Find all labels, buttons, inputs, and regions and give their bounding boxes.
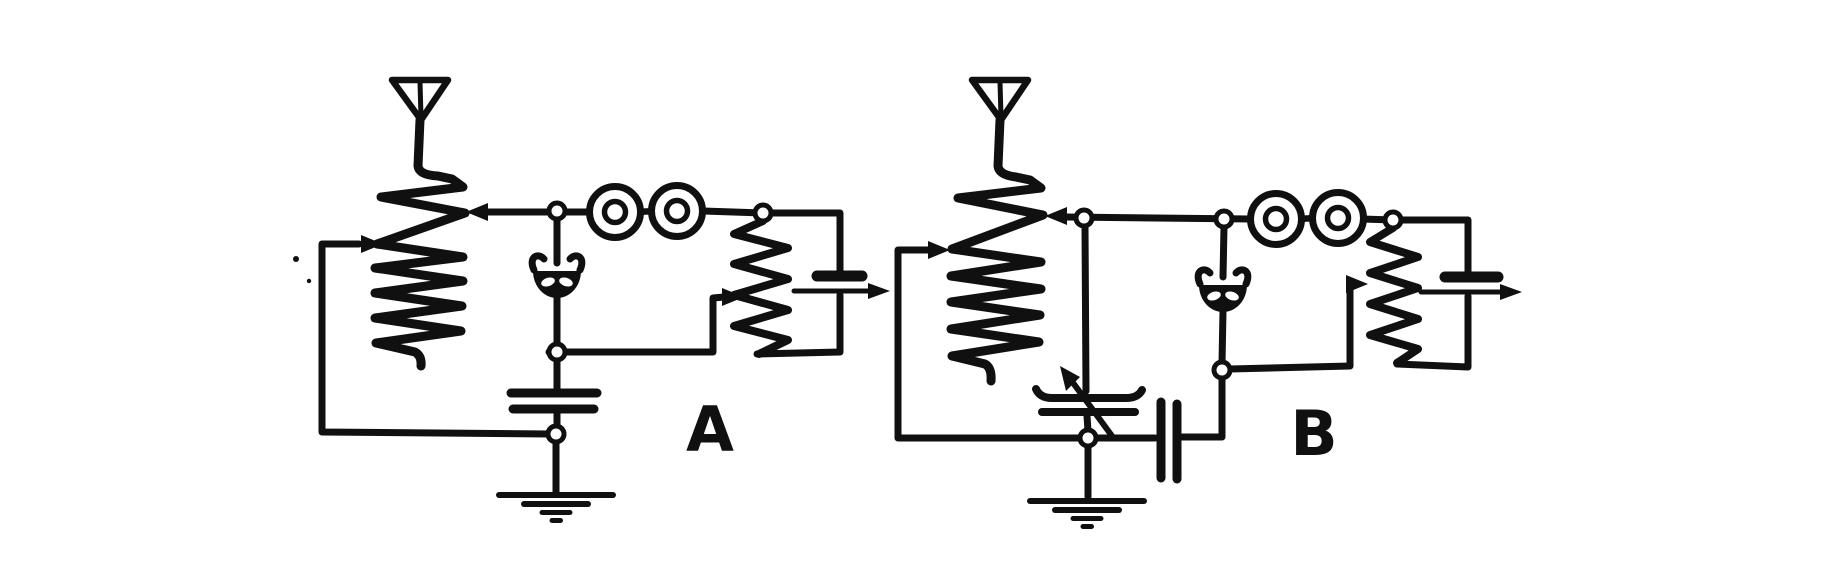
- battery-icon: [1418, 271, 1522, 300]
- headphones-icon: [1251, 193, 1364, 245]
- antenna-icon: [392, 80, 448, 120]
- circuit-b-label: B: [1290, 397, 1337, 470]
- wiring: [894, 213, 1472, 501]
- potentiometer: [1346, 224, 1422, 367]
- headphones-icon: [590, 186, 703, 238]
- fixed-capacitor-icon: [506, 388, 602, 414]
- circuit-a-label: A: [686, 393, 734, 466]
- potentiometer-tap-arrow-icon: [1346, 275, 1368, 293]
- potentiometer: [722, 217, 792, 358]
- antenna-icon: [972, 80, 1028, 120]
- coil-top-tap-arrow-icon: [1045, 207, 1067, 225]
- tuning-coil: [946, 115, 1048, 386]
- tuning-coil: [370, 115, 470, 371]
- circuit-a: A: [293, 80, 890, 521]
- circuit-b: B: [894, 80, 1522, 527]
- ink-specks: [293, 256, 312, 284]
- wiring: [318, 207, 844, 496]
- coil-left-tap-arrow-icon: [928, 241, 950, 259]
- ground-icon: [1030, 501, 1144, 527]
- coil-left-tap-arrow-icon: [361, 235, 383, 253]
- potentiometer-tap-arrow-icon: [722, 288, 744, 306]
- coil-top-tap-arrow-icon: [466, 203, 488, 221]
- ground-icon: [499, 495, 613, 521]
- battery-icon: [791, 270, 890, 299]
- variable-capacitor-icon: [1032, 366, 1146, 439]
- series-capacitor-icon: [1156, 397, 1182, 484]
